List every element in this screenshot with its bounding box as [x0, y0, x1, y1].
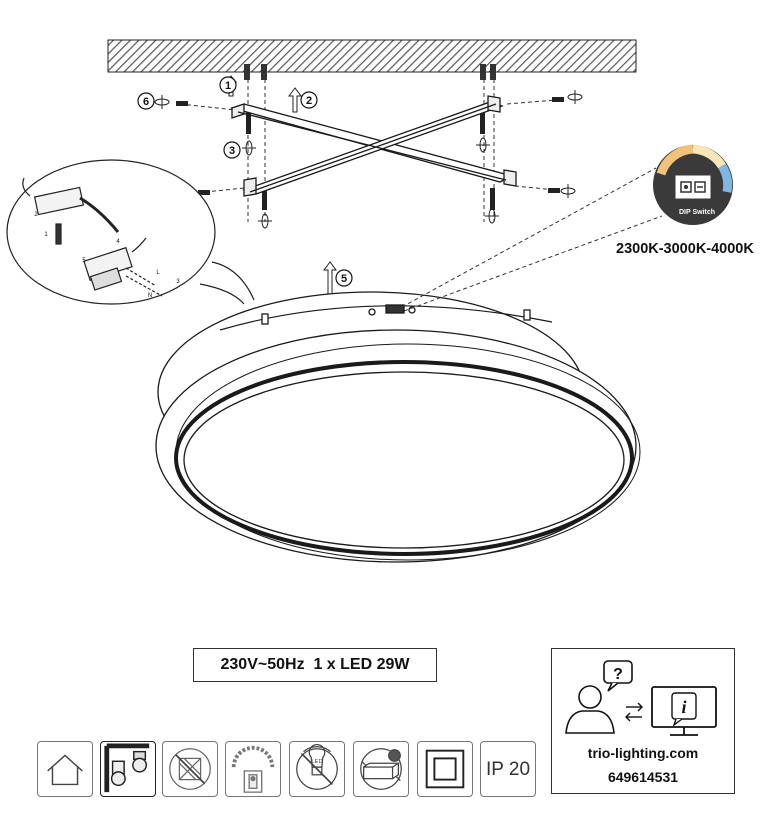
ceiling [107, 39, 637, 73]
indoor-use-icon [37, 741, 93, 797]
ceiling-mount-icon [100, 741, 156, 797]
svg-text:LED: LED [311, 759, 322, 765]
wire-label-4: 4 [116, 239, 120, 245]
wire-label-n: N [148, 293, 152, 299]
exchange-arrows-icon [625, 702, 643, 722]
electrical-spec-text: 230V~50Hz 1 x LED 29W [220, 656, 410, 673]
info-glyph: i [681, 697, 686, 717]
dimmer-switch-icon [225, 741, 281, 797]
mounting-screws [176, 97, 564, 210]
wire-label-l: L [156, 270, 160, 276]
step-3-label: 3 [229, 145, 235, 157]
step-markers [134, 76, 353, 287]
question-bubble-icon [603, 660, 633, 692]
installation-diagram: 1 2 3 4 5 6 1 2 3 4 5 L N [6, 39, 733, 563]
protection-class-ii-icon [417, 741, 473, 797]
dip-switch-label: DIP Switch [678, 209, 716, 216]
no-covering-icon [162, 741, 218, 797]
led-driver-icon [353, 741, 409, 797]
person-icon [565, 685, 615, 734]
step-6-label: 6 [143, 96, 149, 108]
monitor-icon [651, 686, 717, 736]
wall-plugs [244, 64, 496, 80]
wiring-detail [6, 159, 255, 305]
support-illustration: ? i [565, 660, 717, 736]
contact-info-box: ? i trio-lighting.com 649614531 [551, 648, 735, 794]
step-1-label: 1 [225, 80, 231, 92]
step-5-label: 5 [341, 273, 347, 285]
step-2-label: 2 [306, 95, 312, 107]
question-mark: ? [613, 666, 623, 683]
wire-label-2: 2 [34, 212, 38, 218]
ring-luminaire [155, 291, 641, 563]
ip-rating-icon: IP 20 [480, 741, 536, 797]
website-link[interactable]: trio-lighting.com [587, 745, 699, 761]
wire-label-3: 3 [176, 279, 180, 285]
dip-switch-on-fixture [385, 304, 405, 314]
wire-label-5: 5 [82, 258, 86, 264]
led-not-replaceable-icon: LED [289, 741, 345, 797]
dip-switch-badge [653, 144, 733, 225]
mounting-bracket [229, 95, 517, 197]
ip-rating-label: IP 20 [485, 759, 531, 780]
electrical-spec: 230V~50Hz 1 x LED 29W [193, 648, 437, 682]
article-number: 649614531 [607, 769, 679, 785]
wire-label-1: 1 [44, 232, 48, 238]
color-temperature-label: 2300K-3000K-4000K [616, 241, 754, 257]
